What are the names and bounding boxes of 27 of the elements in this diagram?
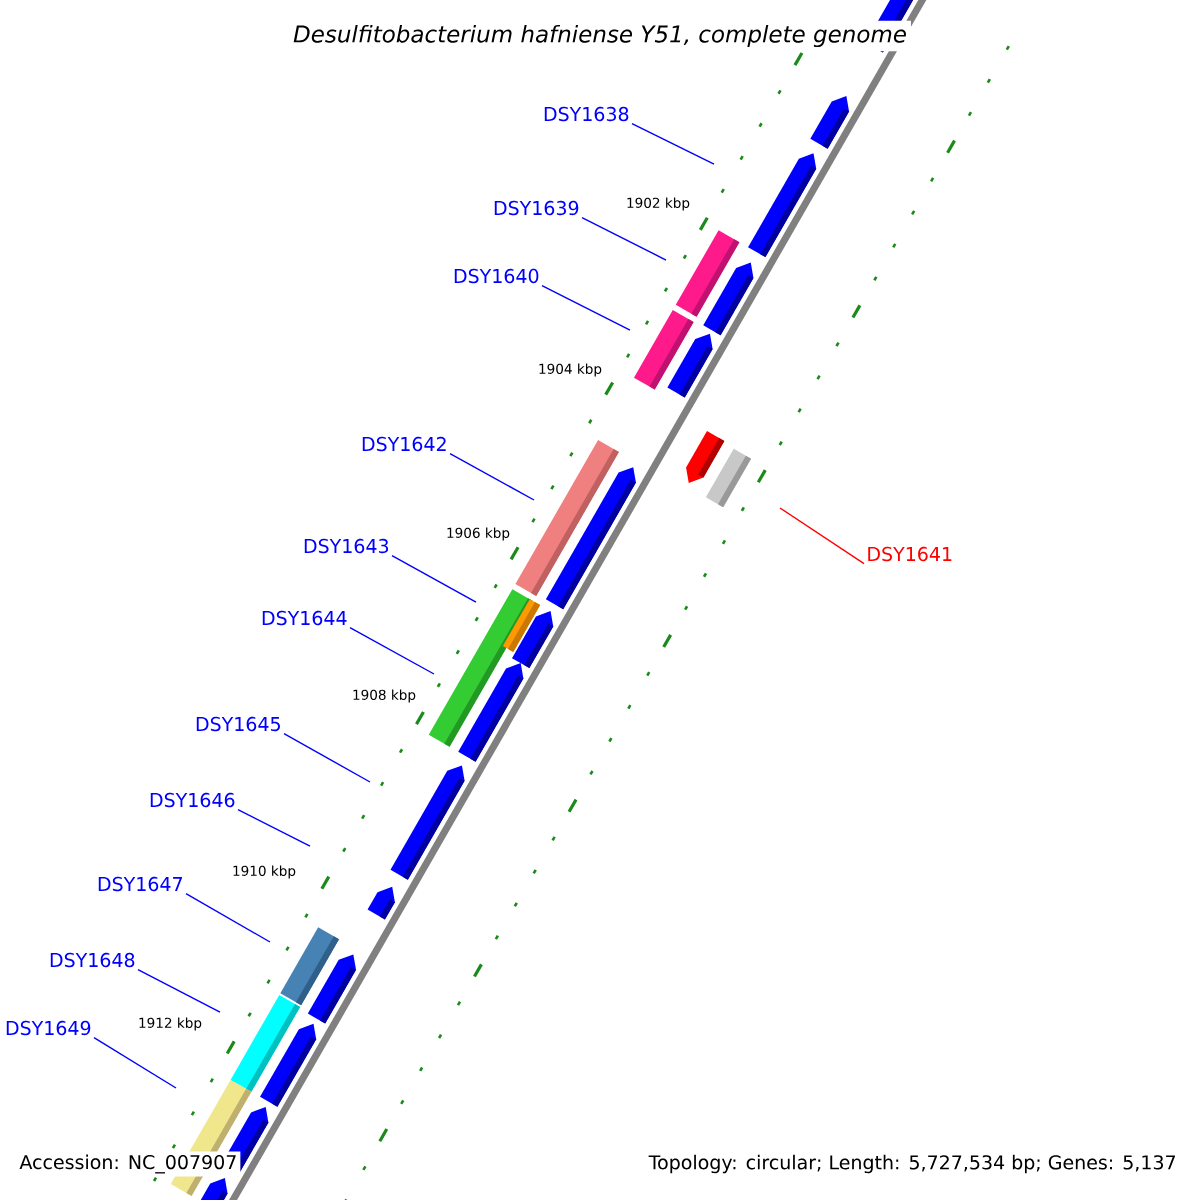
leader-line — [631, 122, 715, 165]
leader-line — [449, 452, 535, 501]
leader-line — [541, 284, 631, 331]
gene-label: DSY1646 — [150, 792, 235, 808]
leader-line — [391, 554, 477, 603]
leader-line — [581, 216, 667, 261]
accession-label: Accession: NC_007907 — [16, 1151, 241, 1177]
gene-label: DSY1644 — [262, 610, 347, 626]
gene-label: DSY1642 — [362, 436, 446, 452]
gene-label: DSY1643 — [304, 538, 389, 554]
leader-line — [237, 808, 311, 847]
leader-line — [137, 968, 221, 1013]
title: Desulfitobacterium hafniense Y51, complete genome — [289, 20, 911, 52]
genome-summary: Topology: circular; Length: 5,727,534 bp; Genes: 5,137 — [645, 1151, 1180, 1177]
gene-label: DSY1648 — [50, 952, 135, 968]
gene-label: DSY1647 — [98, 876, 182, 892]
leader-line — [779, 507, 865, 565]
gene-label: DSY1640 — [454, 268, 539, 284]
leader-line — [283, 732, 371, 783]
gene-label: DSY1645 — [196, 716, 280, 732]
gene-label: DSY1638 — [544, 106, 629, 122]
gene-label: DSY1639 — [494, 200, 579, 216]
gene-label: DSY1649 — [6, 1020, 91, 1036]
leader-line — [185, 892, 271, 943]
leader-line — [349, 626, 435, 675]
leader-line — [93, 1036, 177, 1089]
gene-label: DSY1641 — [868, 546, 952, 562]
